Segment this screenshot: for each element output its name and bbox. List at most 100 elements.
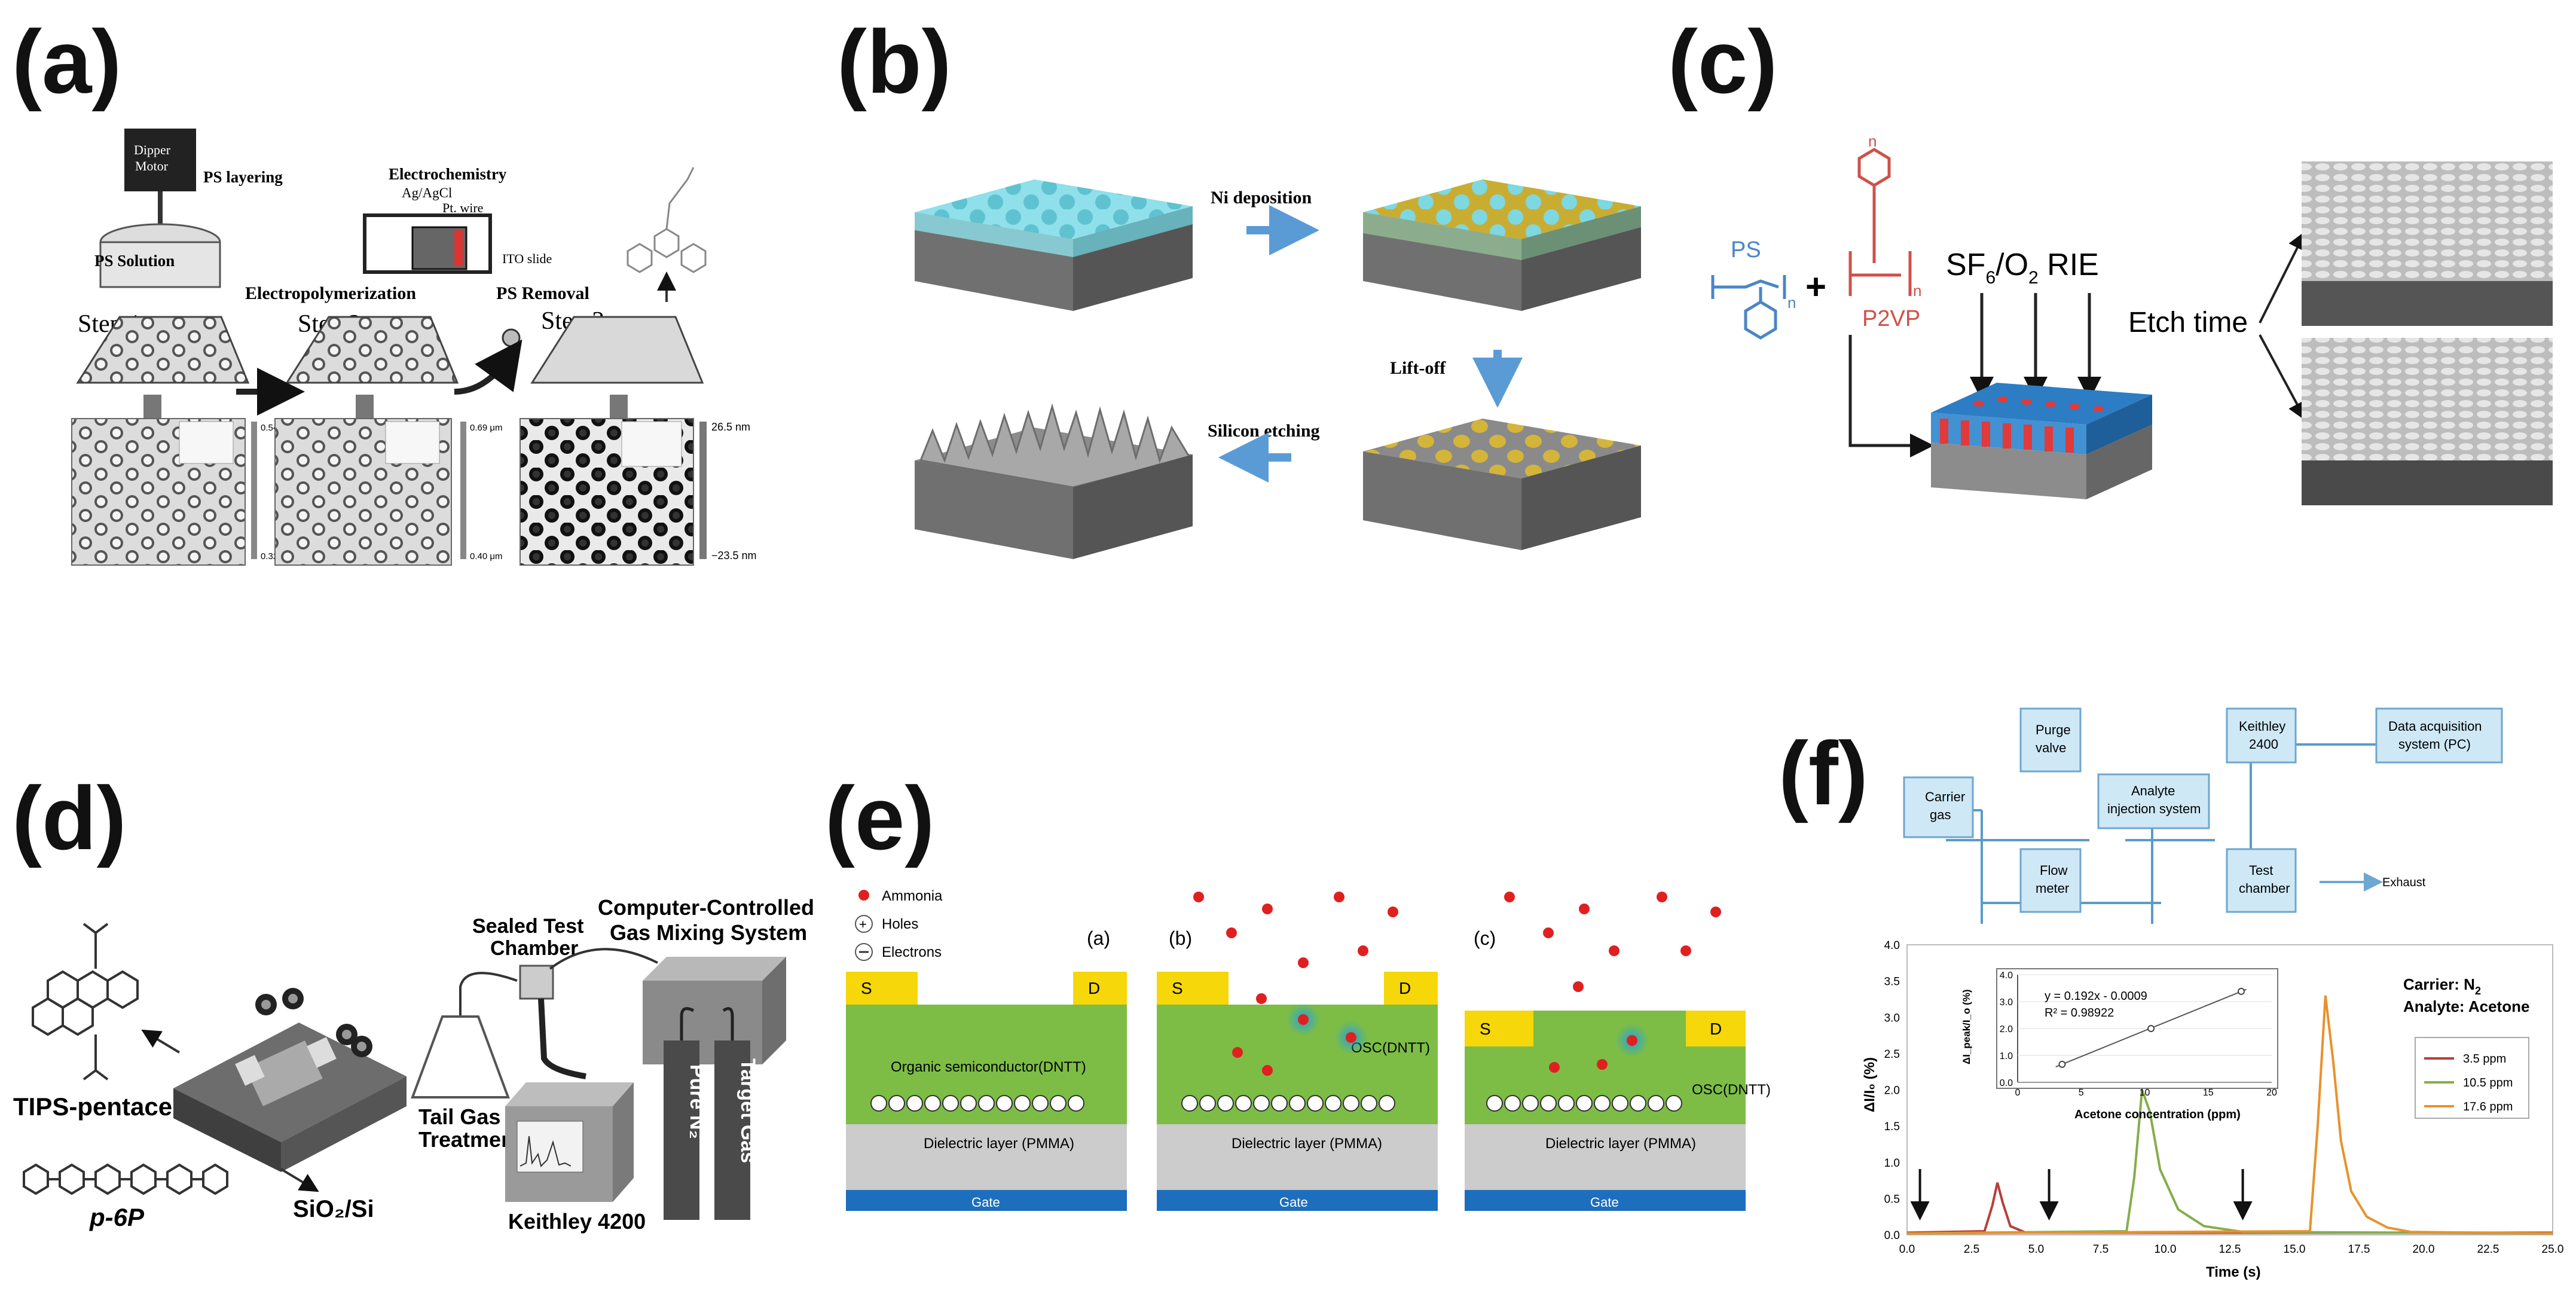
series-line <box>1906 1089 2553 1235</box>
analyte-2: injection system <box>2107 801 2201 816</box>
chamber-label: Chamber <box>490 937 578 960</box>
sub-b-label: (b) <box>1169 927 1192 949</box>
drain-c: D <box>1710 1020 1722 1038</box>
afm-scalebar-1 <box>251 422 257 559</box>
inset-point <box>2147 1025 2155 1032</box>
x-tick-label: 22.5 <box>2477 1243 2499 1256</box>
beaker-body <box>99 241 221 288</box>
x-tick-label: 5.0 <box>2028 1243 2044 1256</box>
thiophene-molecule-icon <box>627 167 707 273</box>
keithley-instrument <box>505 1082 634 1202</box>
lift-off-label: Lift-off <box>1390 358 1446 378</box>
panel-c: (c) PS n + n n P2VP SF6/O2 RIE <box>1668 11 2553 505</box>
carrier-gas-1: Carrier <box>1925 789 1965 804</box>
keithley-1: Keithley <box>2239 719 2285 734</box>
ps-label: PS <box>1731 237 1761 263</box>
ammonia-legend-icon <box>858 890 869 901</box>
injection-arrows <box>1910 1169 2253 1220</box>
drain-a: D <box>1088 979 1100 997</box>
sem-image-bottom-base <box>2302 460 2553 505</box>
step-arrow-2 <box>454 339 522 395</box>
ps-removal-label: PS Removal <box>496 283 589 303</box>
ofet-diagram-a: (a) S D Organic semiconductor(DNTT) Diel… <box>846 927 1127 1211</box>
daq-2: system (PC) <box>2398 737 2471 752</box>
keithley-label: Keithley 4200 <box>508 1209 646 1234</box>
fit-r2: R² = 0.98922 <box>2045 1006 2114 1020</box>
tips-pentacene-label: TIPS-pentacene <box>13 1093 201 1121</box>
gate-c-label: Gate <box>1590 1195 1619 1210</box>
flow-1: Flow <box>2040 863 2068 878</box>
afm-inset-step1 <box>179 421 234 464</box>
panel-d-label: (d) <box>12 768 127 868</box>
p2vp-n: n <box>1913 282 1921 300</box>
y-axis-label: ΔI/I₀ (%) <box>1862 1057 1878 1112</box>
carrier-label: Carrier: N2 <box>2403 975 2481 997</box>
arrow-to-block <box>1848 335 1934 457</box>
pure-n2-label: Pure N₂ <box>686 1064 708 1139</box>
y-tick-label: 0.5 <box>1884 1193 1900 1206</box>
plus-sign: + <box>1805 267 1826 307</box>
flask-icon <box>411 1015 510 1098</box>
inset-y-label: ΔI_peak/I_o (%) <box>1961 989 1972 1064</box>
series-lines <box>1906 995 2553 1235</box>
panel-e-label: (e) <box>825 768 934 868</box>
inset-x-tick: 0 <box>2015 1088 2021 1098</box>
dielectric-c-label: Dielectric layer (PMMA) <box>1545 1136 1696 1152</box>
substrate-step1 <box>76 316 250 384</box>
dielectric-a-label: Dielectric layer (PMMA) <box>924 1136 1074 1152</box>
ps-n: n <box>1787 294 1796 312</box>
legend-ammonia: Ammonia <box>882 888 943 904</box>
bcp-block <box>1931 383 2152 499</box>
afm3-top: 26.5 nm <box>711 421 750 433</box>
y-tick-label: 1.5 <box>1884 1121 1900 1133</box>
block-cyan-template <box>915 179 1193 311</box>
arrow-sio2 <box>280 1168 319 1192</box>
agagcl-label: Ag/AgCl <box>402 185 452 200</box>
afm-scalebar-3 <box>699 422 707 559</box>
tail-label: Tail Gas <box>418 1104 500 1129</box>
y-tick-labels: 0.00.51.01.52.02.53.03.54.0 <box>1884 939 1900 1242</box>
ofet-diagram-b: (b) S D OSC(DNTT) Dielectric layer (PMMA… <box>1157 892 1438 1211</box>
dipper-label: Dipper <box>134 142 171 157</box>
y-tick-label: 4.0 <box>1884 939 1900 952</box>
x-tick-label: 25.0 <box>2542 1243 2564 1256</box>
keithley-2: 2400 <box>2249 737 2278 752</box>
y-tick-label: 2.0 <box>1884 1085 1900 1097</box>
inset-y-tick: 0.0 <box>2000 1078 2013 1088</box>
legend-label: 3.5 ppm <box>2463 1052 2506 1066</box>
substrate-step3 <box>530 316 704 384</box>
fit-equation: y = 0.192x - 0.0009 <box>2045 990 2147 1003</box>
inset-y-tick: 4.0 <box>2000 971 2013 981</box>
panel-e: (e) Ammonia + Holes Electrons (a) S D Or… <box>825 768 1771 1211</box>
series-line <box>1906 995 2553 1235</box>
exhaust-label: Exhaust <box>2382 876 2426 889</box>
purge-2: valve <box>2036 740 2066 755</box>
target-hose <box>722 1007 734 1040</box>
afm-inset-step2 <box>385 421 440 464</box>
sio2-label: SiO₂/Si <box>293 1196 374 1222</box>
inset-point <box>2238 987 2245 995</box>
p2vp-monomer-icon <box>1848 148 1912 296</box>
legend-label: 10.5 ppm <box>2463 1076 2513 1090</box>
x-tick-label: 12.5 <box>2219 1243 2241 1256</box>
connector-2 <box>356 395 374 419</box>
cable-keithley <box>538 998 586 1079</box>
panel-b-label: (b) <box>837 11 952 112</box>
y-tick-label: 3.0 <box>1884 1012 1900 1024</box>
dielectric-b-label: Dielectric layer (PMMA) <box>1232 1136 1382 1152</box>
inset-x-tick: 15 <box>2203 1088 2214 1098</box>
inset-y-tick: 1.0 <box>2000 1051 2013 1061</box>
afm-inset-step3 <box>621 421 682 467</box>
ptwire-label: Pt. wire <box>442 200 483 215</box>
gate-a-label: Gate <box>971 1195 1000 1210</box>
arrow-etch-down <box>2259 334 2306 422</box>
panel-a-label: (a) <box>12 11 121 112</box>
sealed-label: Sealed Test <box>472 915 583 938</box>
gas-mixing-label: Gas Mixing System <box>610 920 807 945</box>
ito-slide-red <box>454 230 463 266</box>
target-gas-label: Target Gas <box>737 1058 759 1163</box>
test-2: chamber <box>2239 881 2290 896</box>
